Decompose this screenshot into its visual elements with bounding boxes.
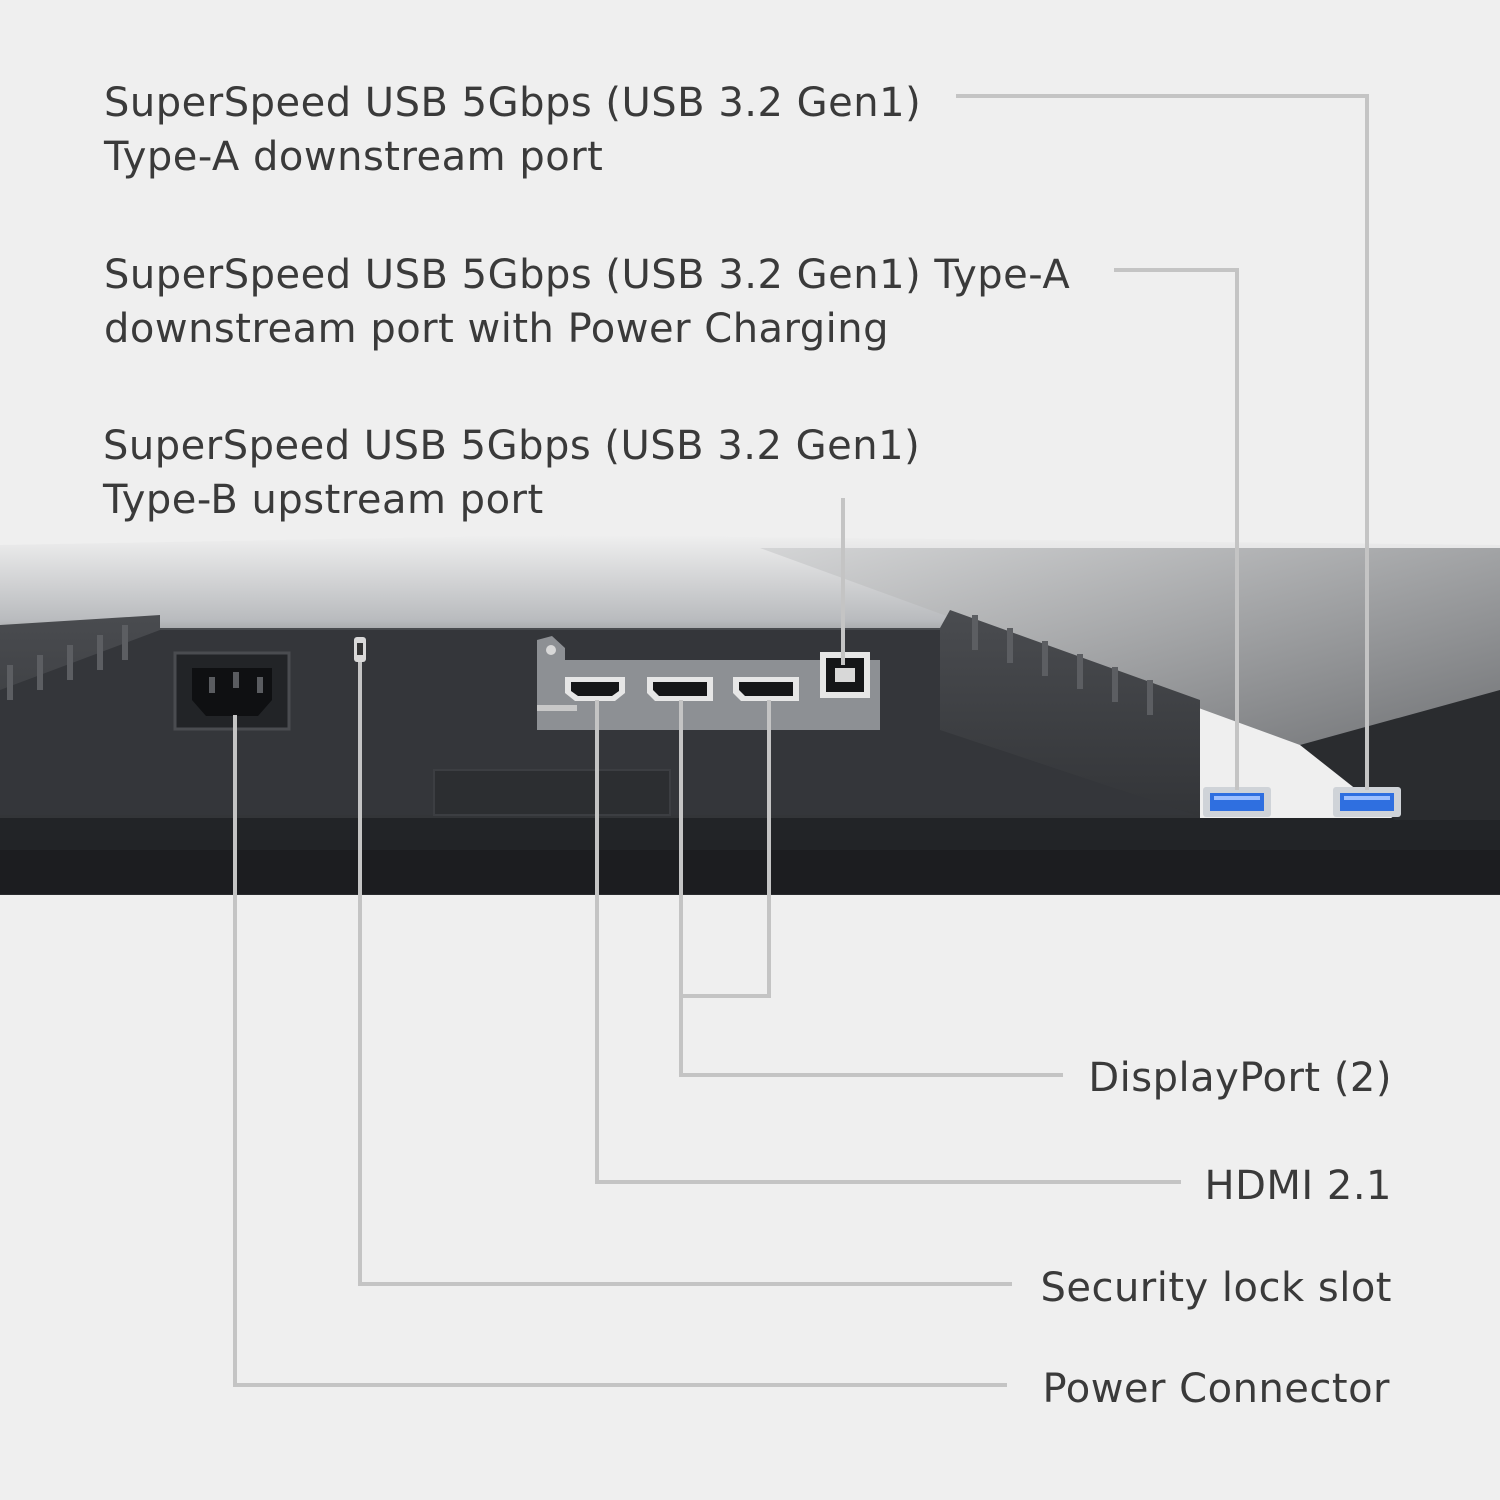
usb-a-port-icon [1203, 787, 1271, 817]
vent-fins-left [7, 625, 128, 700]
vent-fins-right [972, 615, 1153, 715]
leader-displayport-join [681, 700, 771, 998]
displayport-icon [647, 677, 713, 701]
monitor-bottom-lip [0, 850, 1500, 894]
power-socket-icon [173, 651, 291, 731]
label-line: SuperSpeed USB 5Gbps (USB 3.2 Gen1) Type… [104, 252, 1071, 298]
security-lock-icon [354, 637, 366, 662]
stand-mount-plate [433, 769, 671, 816]
right-block [1300, 690, 1500, 820]
label-usb-a-top: SuperSpeed USB 5Gbps (USB 3.2 Gen1) Type… [104, 76, 921, 184]
monitor-hinge [760, 548, 1500, 758]
leader-security-lock [358, 662, 1012, 1286]
leader-displayport [679, 700, 1063, 1077]
label-security-lock: Security lock slot [1040, 1265, 1392, 1311]
label-line: SuperSpeed USB 5Gbps (USB 3.2 Gen1) [104, 80, 922, 126]
label-hdmi: HDMI 2.1 [1204, 1163, 1392, 1209]
usb-a-port-icon [1333, 787, 1401, 817]
label-power: Power Connector [1042, 1366, 1390, 1412]
leader-hdmi [595, 700, 1181, 1184]
label-line: SuperSpeed USB 5Gbps (USB 3.2 Gen1) [103, 423, 921, 469]
label-usb-b: SuperSpeed USB 5Gbps (USB 3.2 Gen1) Type… [103, 419, 920, 527]
displayport-icon [733, 677, 799, 701]
label-displayport: DisplayPort (2) [1088, 1055, 1392, 1101]
leader-power [233, 715, 1007, 1387]
label-line: Type-A downstream port [104, 134, 604, 180]
label-line: Type-B upstream port [103, 477, 544, 523]
label-line: downstream port with Power Charging [104, 306, 890, 352]
hdmi-port-icon [565, 677, 625, 701]
leader-usb-a-charging [1114, 268, 1239, 790]
leader-usb-a-top [956, 94, 1369, 790]
label-usb-a-charging: SuperSpeed USB 5Gbps (USB 3.2 Gen1) Type… [104, 248, 1070, 356]
